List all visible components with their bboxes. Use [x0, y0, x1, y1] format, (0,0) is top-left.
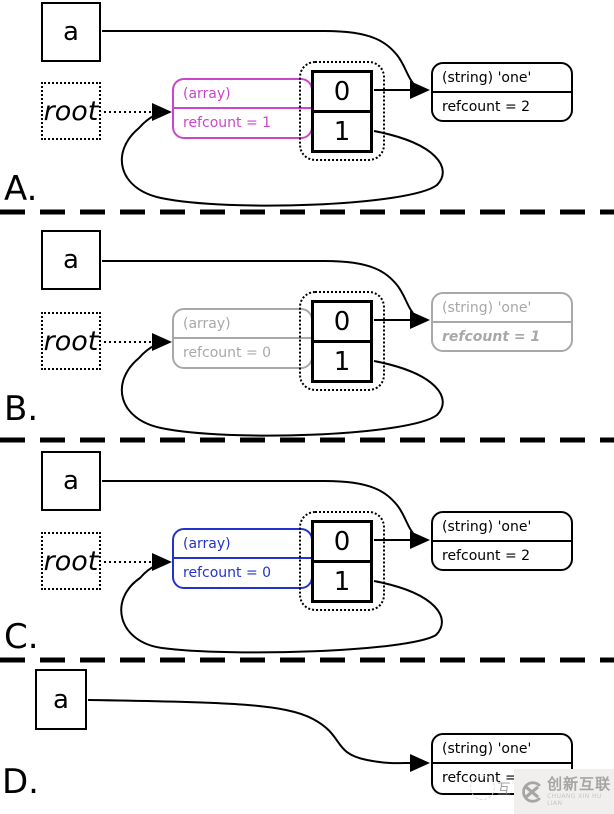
variable-box-a: a [41, 2, 101, 62]
string-refcount: refcount = 1 [442, 328, 541, 345]
variable-box-a: a [41, 230, 101, 290]
watermark-brand: 创新互联 [547, 774, 612, 793]
string-refcount: refcount = 2 [442, 547, 531, 564]
array-node: (array) refcount = 0 [172, 308, 313, 369]
watermark-subtext: CHUANG XIN HU LIAN [547, 793, 602, 808]
stamp-character: 互 [497, 782, 511, 798]
root-label: root [43, 545, 99, 577]
array-node: (array) refcount = 1 [172, 78, 313, 139]
root-box: root [41, 82, 101, 140]
array-container-outline [299, 291, 385, 391]
string-node: (string) 'one' refcount = 2 [431, 511, 573, 571]
watermark: 创新互联 CHUANG XIN HU LIAN [514, 769, 614, 814]
array-container-outline [299, 511, 385, 611]
section-label-a: A. [4, 169, 38, 209]
array-node: (array) refcount = 0 [172, 528, 313, 589]
section-label-b: B. [4, 389, 39, 429]
string-type: (string) 'one' [433, 64, 571, 93]
string-node: (string) 'one' refcount = 1 [431, 292, 573, 352]
arrowhead-icon [152, 553, 172, 571]
string-node: (string) 'one' refcount = 2 [431, 62, 573, 122]
slot-0: 0 [314, 523, 370, 563]
section-label-c: C. [4, 617, 39, 657]
root-label: root [43, 95, 99, 127]
root-label: root [43, 325, 99, 357]
section-label-d: D. [2, 762, 39, 802]
root-box: root [41, 312, 101, 370]
string-type: (string) 'one' [433, 735, 571, 764]
arrowhead-icon [410, 754, 430, 772]
variable-box-a: a [35, 669, 87, 730]
root-box: root [41, 532, 101, 590]
arrowhead-icon [410, 81, 430, 99]
slot-0: 0 [314, 73, 370, 113]
array-refcount: refcount = 1 [183, 114, 272, 131]
stamp-circle [470, 775, 495, 800]
edge-a-to-string [87, 699, 413, 765]
array-type: (array) [174, 80, 311, 109]
brand-logo-icon [522, 780, 541, 803]
edges-section-d [87, 699, 430, 772]
variable-label: a [63, 17, 79, 47]
array-refcount: refcount = 0 [183, 564, 272, 581]
string-type: (string) 'one' [433, 294, 571, 323]
array-type: (array) [174, 310, 311, 339]
variable-label: a [53, 684, 69, 715]
watermark-text: 创新互联 CHUANG XIN HU LIAN [547, 776, 614, 808]
string-refcount: refcount = 2 [442, 98, 531, 115]
arrowhead-icon [410, 311, 430, 329]
variable-label: a [63, 466, 79, 496]
arrowhead-icon [152, 103, 172, 121]
slot-0: 0 [314, 303, 370, 343]
variable-box-a: a [41, 451, 101, 511]
array-container-outline [299, 61, 385, 161]
array-refcount: refcount = 0 [183, 344, 272, 361]
arrowhead-icon [152, 333, 172, 351]
variable-label: a [63, 245, 79, 275]
array-type: (array) [174, 530, 311, 559]
arrowhead-icon [410, 531, 430, 549]
string-type: (string) 'one' [433, 513, 571, 542]
